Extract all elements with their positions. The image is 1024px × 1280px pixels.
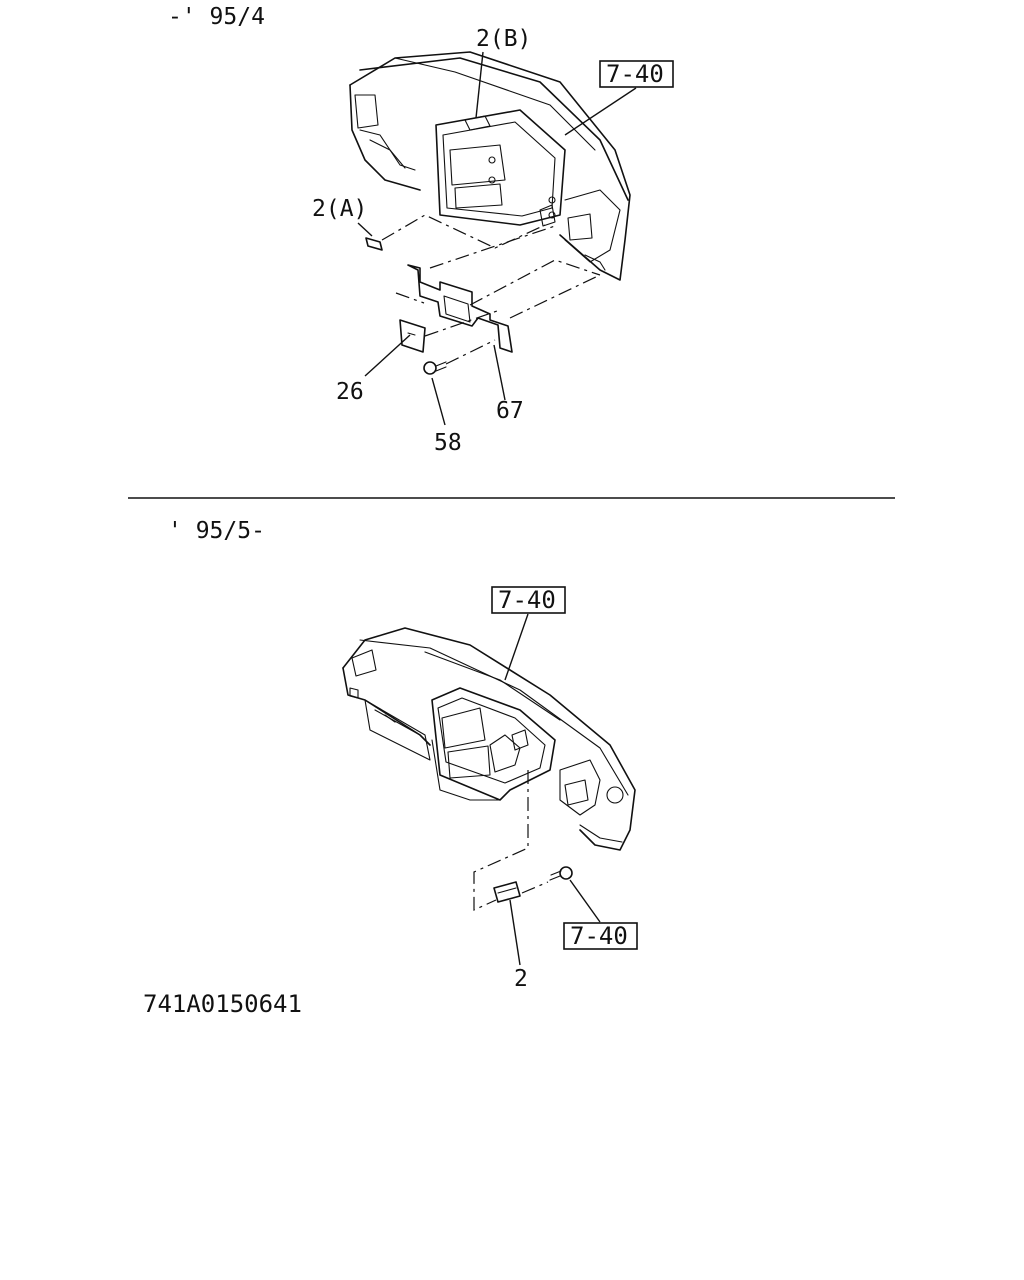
label-part-58: 58 — [434, 430, 462, 456]
ref-box-bottom-top-outline — [491, 586, 566, 614]
top-leader-lines — [357, 51, 637, 426]
dashboard-old-illustration — [349, 51, 631, 281]
cover-26-illustration — [399, 319, 426, 353]
switch-2-illustration — [493, 881, 521, 903]
top-section: -' 95/4 — [168, 4, 674, 456]
screw-58-illustration — [423, 361, 447, 375]
label-part-2a: 2(A) — [312, 196, 367, 222]
top-assembly-lines — [381, 214, 601, 365]
bottom-section: ' 95/5- — [168, 518, 638, 992]
bracket-67-illustration — [407, 264, 513, 353]
ref-box-bottom-top: 7-40 — [498, 586, 556, 614]
label-part-2b: 2(B) — [476, 26, 531, 52]
dashboard-new-illustration — [342, 627, 636, 851]
label-part-26: 26 — [336, 379, 364, 405]
ref-box-screw-outline — [563, 922, 638, 950]
label-part-67: 67 — [496, 398, 524, 424]
label-part-2: 2 — [514, 966, 528, 992]
drawing-code: 741A0150641 — [143, 990, 302, 1018]
ref-box-screw: 7-40 — [570, 922, 628, 950]
top-period-label: -' 95/4 — [168, 4, 265, 30]
bottom-assembly-lines — [473, 770, 549, 911]
bottom-leader-lines — [504, 613, 601, 966]
screw-bottom-illustration — [549, 866, 573, 881]
ref-box-top-outline — [599, 60, 674, 88]
bottom-period-label: ' 95/5- — [168, 518, 265, 544]
ref-box-top: 7-40 — [606, 60, 664, 88]
clip-2a-illustration — [365, 237, 383, 251]
